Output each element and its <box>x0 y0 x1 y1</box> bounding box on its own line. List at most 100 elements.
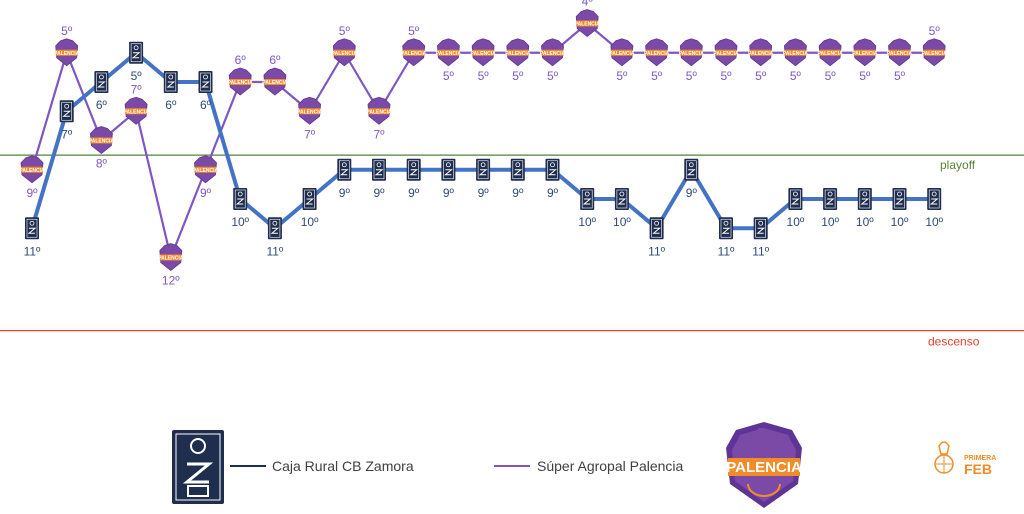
palencia-marker: PALENCIA <box>922 38 948 67</box>
point-label-palencia: 5º <box>616 69 628 83</box>
svg-text:PALENCIA: PALENCIA <box>262 80 288 86</box>
point-label-palencia: 5º <box>339 24 351 38</box>
point-label-zamora: 9º <box>373 186 385 200</box>
zamora-marker <box>406 158 421 181</box>
palencia-marker: PALENCIA <box>609 38 635 67</box>
palencia-marker: PALENCIA <box>19 155 45 184</box>
primera-feb-logo: PRIMERA FEB <box>934 441 996 477</box>
feb-bottom-text: FEB <box>964 461 992 477</box>
svg-text:PALENCIA: PALENCIA <box>158 256 184 262</box>
point-label-palencia: 5º <box>894 69 906 83</box>
svg-text:PALENCIA: PALENCIA <box>401 51 427 57</box>
legend-zamora-logo <box>172 430 224 504</box>
series-markers: PALENCIA PALENCIA PALENCIA PALENCIA PALENCIA… <box>19 9 948 272</box>
palencia-marker: PALENCIA <box>748 38 774 67</box>
svg-text:PALENCIA: PALENCIA <box>332 51 358 57</box>
point-label-zamora: 9º <box>547 186 559 200</box>
zamora-marker <box>233 188 248 210</box>
svg-text:PALENCIA: PALENCIA <box>575 22 601 28</box>
zamora-marker <box>94 71 109 93</box>
zamora-marker <box>857 188 872 210</box>
palencia-marker: PALENCIA <box>887 38 912 67</box>
svg-text:PALENCIA: PALENCIA <box>679 51 705 57</box>
point-label-zamora: 9º <box>686 186 698 200</box>
point-label-zamora: 7º <box>61 127 73 141</box>
point-label-zamora: 9º <box>339 186 351 200</box>
point-label-zamora: 10º <box>891 215 909 229</box>
point-label-zamora: 6º <box>96 98 108 112</box>
zamora-marker <box>719 217 733 240</box>
zamora-marker <box>129 41 144 64</box>
point-label-palencia: 5º <box>686 69 698 83</box>
zamora-marker <box>892 188 907 210</box>
zamora-marker <box>614 188 629 210</box>
svg-text:PALENCIA: PALENCIA <box>19 168 45 174</box>
legend-zamora-label: Caja Rural CB Zamora <box>272 458 414 474</box>
point-label-palencia: 6º <box>235 53 247 67</box>
palencia-marker: PALENCIA <box>54 38 80 67</box>
palencia-marker: PALENCIA <box>540 38 565 67</box>
zamora-marker <box>59 100 74 123</box>
zamora-marker <box>510 158 525 181</box>
zamora-marker <box>337 158 352 181</box>
point-label-palencia: 7º <box>304 127 316 141</box>
zamora-marker <box>198 71 213 93</box>
point-label-zamora: 9º <box>512 186 524 200</box>
point-label-zamora: 9º <box>443 186 455 200</box>
zamora-marker <box>163 71 178 93</box>
point-label-palencia: 12º <box>162 274 180 288</box>
zamora-marker <box>753 217 768 240</box>
reference-label-playoff: playoff <box>940 158 976 172</box>
palencia-marker: PALENCIA <box>783 38 809 67</box>
point-label-zamora: 10º <box>231 215 249 229</box>
palencia-marker: PALENCIA <box>332 38 358 67</box>
zamora-marker <box>372 158 386 181</box>
point-label-palencia: 5º <box>478 69 490 83</box>
palencia-marker: PALENCIA <box>471 38 497 67</box>
point-label-palencia: 5º <box>755 69 767 83</box>
zamora-marker <box>25 217 39 240</box>
point-label-zamora: 9º <box>478 186 490 200</box>
palencia-marker: PALENCIA <box>818 38 843 67</box>
legend: Caja Rural CB Zamora Súper Agropal Palen… <box>172 422 802 508</box>
svg-text:PALENCIA: PALENCIA <box>228 80 254 86</box>
svg-text:PALENCIA: PALENCIA <box>471 51 497 57</box>
zamora-marker <box>927 188 942 210</box>
point-label-zamora: 10º <box>925 215 943 229</box>
palencia-marker: PALENCIA <box>366 96 392 125</box>
zamora-marker <box>580 188 595 210</box>
svg-text:PALENCIA: PALENCIA <box>713 51 739 57</box>
point-label-palencia: 7º <box>131 82 143 96</box>
zamora-marker <box>684 158 699 181</box>
palencia-marker: PALENCIA <box>193 155 218 184</box>
svg-text:PALENCIA: PALENCIA <box>609 51 635 57</box>
svg-text:PALENCIA: PALENCIA <box>783 51 809 57</box>
point-label-zamora: 11º <box>24 244 41 258</box>
point-label-zamora: 11º <box>266 244 283 258</box>
palencia-marker: PALENCIA <box>713 38 739 67</box>
palencia-marker: PALENCIA <box>124 96 149 125</box>
palencia-marker: PALENCIA <box>436 38 461 67</box>
point-label-zamora: 6º <box>200 98 212 112</box>
point-label-zamora: 10º <box>787 215 805 229</box>
feb-top-text: PRIMERA <box>964 455 996 462</box>
zamora-marker <box>649 217 664 240</box>
svg-text:PALENCIA: PALENCIA <box>922 51 948 57</box>
palencia-marker: PALENCIA <box>89 126 114 155</box>
palencia-marker: PALENCIA <box>644 38 670 67</box>
point-label-palencia: 9º <box>200 186 212 200</box>
legend-palencia-label: Súper Agropal Palencia <box>537 458 684 474</box>
point-label-zamora: 10º <box>578 215 596 229</box>
point-label-palencia: 6º <box>269 53 281 67</box>
zamora-marker <box>476 158 491 181</box>
point-label-zamora: 10º <box>821 215 839 229</box>
zamora-marker <box>823 188 838 210</box>
point-label-zamora: 6º <box>165 98 177 112</box>
palencia-marker: PALENCIA <box>401 38 427 67</box>
zamora-marker <box>441 158 456 181</box>
palencia-marker: PALENCIA <box>505 38 531 67</box>
palencia-logo-text: PALENCIA <box>726 459 802 476</box>
palencia-marker: PALENCIA <box>158 243 184 272</box>
